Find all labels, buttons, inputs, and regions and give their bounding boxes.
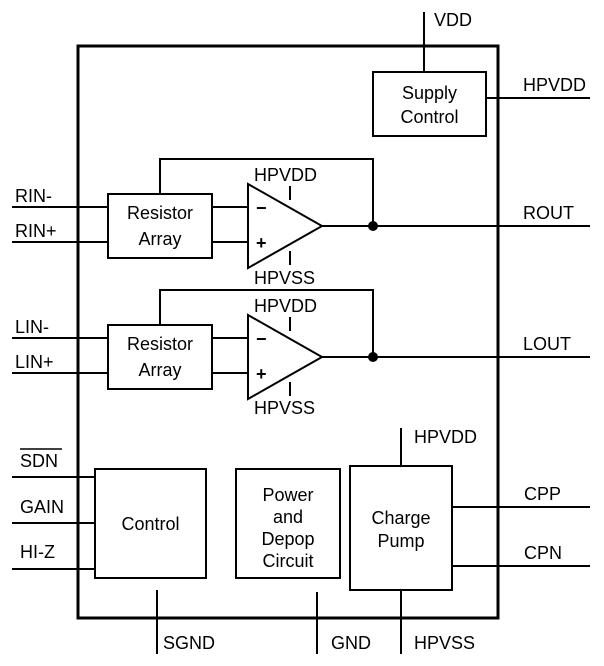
- lout-junction-dot: [368, 352, 378, 362]
- pin-hpvdd-cp: HPVDD: [414, 427, 477, 447]
- power-depop-block: [235, 468, 341, 579]
- pin-gain: GAIN: [20, 497, 64, 517]
- charge-pump-label-1: Charge: [371, 508, 430, 528]
- supply-control-block: [372, 71, 487, 137]
- resistor-array-left-block: [107, 324, 213, 390]
- pin-rin-minus: RIN-: [15, 186, 52, 206]
- power-depop-label-2: and: [273, 507, 303, 527]
- amp-right-noninv-sign: +: [256, 233, 267, 253]
- amplifier-right: [247, 182, 325, 270]
- pin-cpp: CPP: [524, 484, 561, 504]
- pin-hpvss-bottom: HPVSS: [414, 633, 475, 653]
- pin-hiz: HI-Z: [20, 542, 55, 562]
- amp-left-hpvdd-label: HPVDD: [254, 296, 317, 316]
- amp-left-inv-sign: −: [256, 329, 267, 349]
- charge-pump-label-2: Pump: [377, 531, 424, 551]
- amp-left-hpvss-label: HPVSS: [254, 398, 315, 418]
- r-feedback-wire: [159, 158, 374, 226]
- pin-gnd: GND: [331, 633, 371, 653]
- pin-vdd: VDD: [434, 10, 472, 30]
- pin-rin-plus: RIN+: [15, 221, 57, 241]
- pin-hpvdd-top: HPVDD: [523, 75, 586, 95]
- power-depop-label-3: Depop: [261, 529, 314, 549]
- pin-rout: ROUT: [523, 203, 574, 223]
- supply-control-label-2: Control: [400, 107, 458, 127]
- pin-sdn: SDN: [20, 451, 58, 471]
- pin-lout: LOUT: [523, 334, 571, 354]
- resistor-array-left-label-1: Resistor: [127, 334, 193, 354]
- supply-control-label-1: Supply: [402, 83, 457, 103]
- rout-junction-dot: [368, 221, 378, 231]
- charge-pump-block: [349, 465, 453, 591]
- pin-lin-plus: LIN+: [15, 352, 54, 372]
- amp-right-inv-sign: −: [256, 198, 267, 218]
- pin-lin-minus: LIN-: [15, 317, 49, 337]
- control-block: [94, 468, 207, 579]
- power-depop-label-1: Power: [262, 485, 313, 505]
- resistor-array-right-label-1: Resistor: [127, 203, 193, 223]
- amp-left-noninv-sign: +: [256, 364, 267, 384]
- control-label: Control: [121, 514, 179, 534]
- resistor-array-left-label-2: Array: [138, 360, 181, 380]
- l-feedback-wire: [159, 289, 374, 357]
- amp-right-hpvss-label: HPVSS: [254, 268, 315, 288]
- pin-cpn: CPN: [524, 543, 562, 563]
- pin-sgnd: SGND: [163, 633, 215, 653]
- amp-right-hpvdd-label: HPVDD: [254, 165, 317, 185]
- resistor-array-right-label-2: Array: [138, 229, 181, 249]
- amplifier-left: [247, 313, 325, 401]
- power-depop-label-4: Circuit: [262, 551, 313, 571]
- chip-outline: [76, 44, 500, 620]
